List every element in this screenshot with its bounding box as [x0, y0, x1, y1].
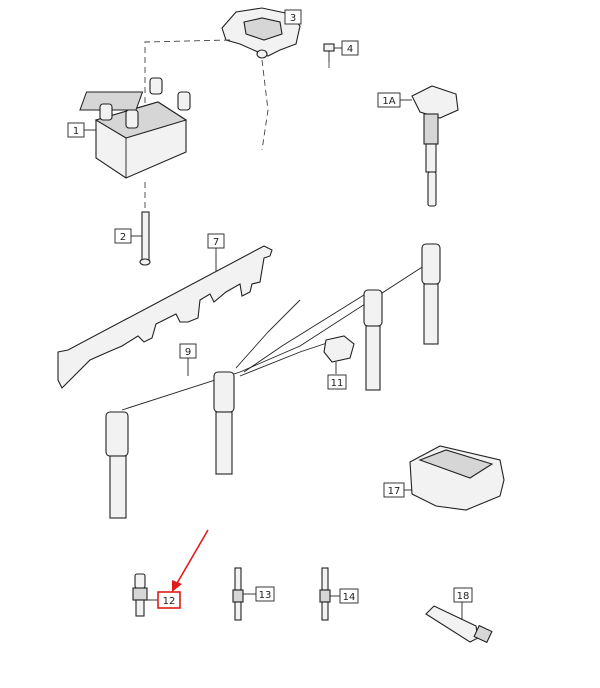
callout-7: 7 [207, 233, 225, 249]
svg-text:3: 3 [290, 13, 296, 24]
callout-3: 3 [284, 9, 302, 25]
callout-4: 4 [341, 40, 359, 56]
callout-9: 9 [179, 343, 197, 359]
glow-plug-part-13 [232, 567, 256, 621]
svg-text:1A: 1A [382, 96, 395, 107]
highlight-arrow [172, 529, 209, 592]
svg-text:9: 9 [185, 347, 191, 358]
bolt-part-4 [323, 43, 342, 62]
wire-clip-part-11 [323, 335, 355, 374]
callout-18: 18 [453, 587, 473, 603]
callout-11: 11 [327, 374, 347, 390]
callout-17: 17 [383, 482, 405, 498]
bolt-part-2 [131, 211, 151, 266]
gasket-part-7 [57, 245, 273, 389]
svg-text:14: 14 [343, 592, 356, 603]
grease-tube-part-18 [425, 602, 493, 644]
connector-block-part-17 [404, 445, 505, 511]
callout-1a: 1A [377, 92, 401, 108]
ignition-coil-part-1 [79, 77, 191, 179]
svg-text:4: 4 [347, 44, 353, 55]
svg-text:18: 18 [457, 591, 470, 602]
spark-plug-part-12 [132, 573, 158, 617]
svg-text:11: 11 [331, 378, 344, 389]
svg-text:12: 12 [163, 596, 176, 607]
callout-2: 2 [114, 228, 132, 244]
svg-text:7: 7 [213, 237, 219, 248]
svg-text:1: 1 [73, 126, 79, 137]
callout-12: 12 [157, 591, 181, 609]
assembly-guide-lines [144, 39, 330, 210]
svg-text:13: 13 [259, 590, 272, 601]
callout-13: 13 [255, 586, 275, 602]
bracket-part-3 [221, 7, 301, 59]
callout-1: 1 [67, 122, 85, 138]
svg-text:17: 17 [388, 486, 401, 497]
glow-plug-part-14 [319, 567, 340, 621]
pencil-coil-part-1a [400, 85, 459, 207]
svg-text:2: 2 [120, 232, 126, 243]
ignition-wire-set-part-9 [105, 243, 441, 519]
callout-14: 14 [339, 588, 359, 604]
